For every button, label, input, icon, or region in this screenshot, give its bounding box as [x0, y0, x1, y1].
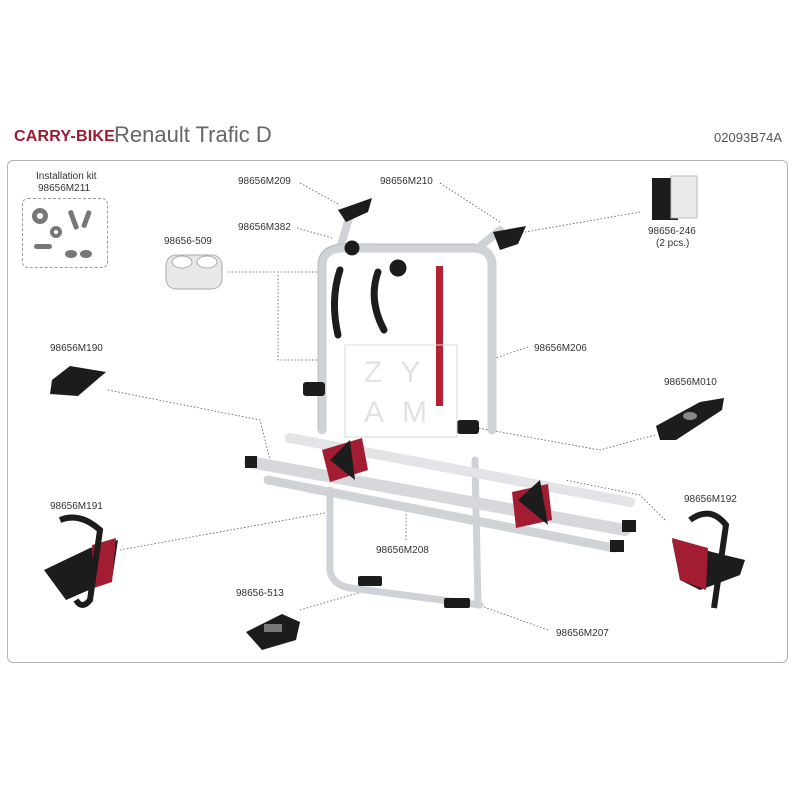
frame-arms	[330, 240, 407, 339]
hook-m210	[493, 226, 526, 250]
label-98656-246-qty: (2 pcs.)	[656, 238, 690, 249]
wheel-holders	[322, 438, 552, 528]
label-98656M191: 98656M191	[50, 501, 103, 512]
frame-bottom-clamps	[358, 576, 470, 608]
leader-p509	[228, 271, 319, 290]
label-98656M010: 98656M010	[664, 377, 717, 388]
part-m190	[50, 366, 106, 396]
side-clamps	[303, 382, 479, 434]
link-icon	[34, 244, 52, 249]
label-98656M382: 98656M382	[238, 222, 291, 233]
screw-icon	[81, 210, 92, 228]
leader-lines	[107, 182, 666, 631]
leader-m210	[439, 182, 501, 223]
label-98656M206: 98656M206	[534, 343, 587, 354]
leader-m209	[299, 182, 341, 206]
red-strap	[436, 266, 443, 406]
label-98656M209: 98656M209	[238, 176, 291, 187]
label-98656M210: 98656M210	[380, 176, 433, 187]
watermark-line-2: AM	[364, 396, 445, 429]
hook-m209	[338, 198, 372, 222]
model-title: Renault Trafic D	[114, 122, 272, 147]
brand-title: CARRY-BIKE	[14, 128, 115, 145]
label-98656M190: 98656M190	[50, 343, 103, 354]
leader-p246	[524, 211, 641, 233]
label-98656-513: 98656-513	[236, 588, 284, 599]
nut-icon	[80, 250, 92, 258]
leader-m010	[477, 427, 656, 451]
leader-m192	[564, 479, 666, 521]
leader-p513	[299, 589, 369, 611]
pads-246	[652, 175, 698, 220]
header: CARRY-BIKE Renault Trafic D 02093B74A	[14, 122, 786, 158]
part-m010	[656, 398, 724, 440]
leader-m382	[296, 227, 333, 239]
kit-icons	[32, 208, 92, 258]
label-98656-246: 98656-246	[648, 226, 696, 237]
installation-kit-box	[22, 198, 108, 268]
top-hooks	[338, 198, 526, 250]
part-m192	[672, 510, 745, 609]
part-m191	[44, 514, 118, 608]
bolt-icon	[68, 210, 79, 230]
diagram-frame	[7, 160, 788, 663]
label-98656M207: 98656M207	[556, 628, 609, 639]
leader-m191	[119, 511, 331, 551]
leader-p509-b	[277, 275, 325, 361]
watermark-line-1: ZY	[364, 356, 439, 389]
label-98656-509: 98656-509	[164, 236, 212, 247]
bike-rails	[244, 433, 636, 553]
watermark	[344, 344, 458, 438]
document-code: 02093B74A	[714, 130, 782, 145]
label-98656M192: 98656M192	[684, 494, 737, 505]
leader-m190	[107, 389, 271, 461]
washer-icon	[65, 250, 77, 258]
kit-title: Installation kit	[36, 171, 97, 182]
kit-part-number: 98656M211	[38, 183, 91, 194]
clamp-509	[165, 254, 223, 290]
label-98656M208: 98656M208	[376, 545, 429, 556]
